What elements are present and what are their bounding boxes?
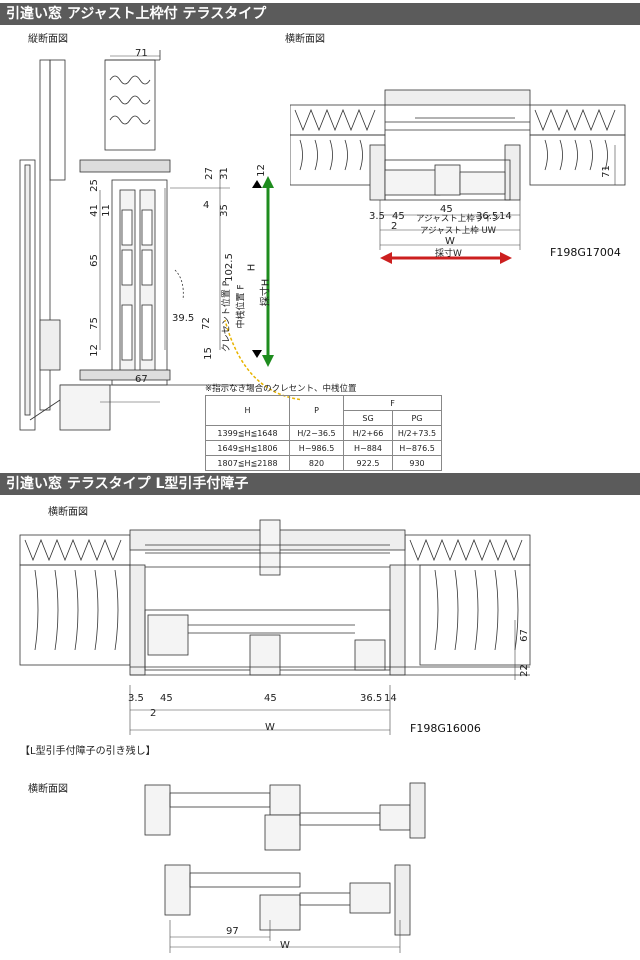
dim-71: 71: [135, 48, 148, 59]
table-row: 1399≦H≦1648 H/2−36.5 H/2+66 H/2+73.5: [205, 425, 442, 441]
s2-dim-45-a: 45: [160, 693, 173, 704]
s2-dim-36-5: 36.5: [360, 693, 383, 704]
h1-dim-71: 71: [600, 165, 612, 178]
dim-39-5: 39.5: [172, 313, 195, 324]
dim-15: 15: [202, 347, 214, 360]
header-P: P: [289, 395, 344, 426]
horizontal-section-drawing: [290, 89, 626, 264]
h1-dim-45-a: 45: [392, 211, 405, 222]
section1-title: 引違い窓 アジャスト上枠付 テラスタイプ: [6, 6, 267, 22]
vertical-section-label: 縦断面図: [28, 34, 68, 45]
cell-p: H−986.5: [289, 440, 344, 456]
s2-dim-3-5: 3.5: [128, 693, 144, 704]
dim-41: 41: [88, 204, 100, 217]
cell-h: 1807≦H≦2188: [205, 455, 290, 471]
cell-pg: 930: [392, 455, 442, 471]
h1-dim-2: 2: [391, 221, 398, 232]
dim-75: 75: [88, 317, 100, 330]
label-H: H: [246, 263, 258, 272]
s2-dim-67: 67: [518, 629, 530, 642]
h1-dim-W: W: [445, 236, 455, 247]
dim-12-bottom: 12: [88, 344, 100, 357]
dim-4: 4: [203, 200, 210, 211]
label-saisun-H: 採寸H: [260, 278, 272, 307]
cell-sg: H−884: [343, 440, 393, 456]
s3-dim-W: W: [280, 940, 290, 951]
cell-sg: H/2+66: [343, 425, 393, 441]
s2-dim-22: 22: [518, 664, 530, 677]
dim-25: 25: [88, 179, 100, 192]
s2-dim-W: W: [265, 722, 275, 733]
section1-drawing-code: F198G17004: [550, 246, 621, 259]
saisun-W-label: 採寸W: [435, 249, 462, 259]
adjust-line-label: アジャスト上枠ライン: [416, 214, 501, 224]
section3-horizontal-label: 横断面図: [28, 784, 68, 795]
vertical-section-drawing: [19, 50, 300, 431]
header-F: F: [343, 395, 442, 411]
cell-h: 1399≦H≦1648: [205, 425, 290, 441]
adjust-uw-label: アジャスト上枠 UW: [420, 226, 497, 236]
h1-dim-3-5: 3.5: [369, 211, 385, 222]
s2-dim-45-b: 45: [264, 693, 277, 704]
crescent-position-table: H P F SG PG 1399≦H≦1648 H/2−36.5 H/2+66 …: [205, 395, 442, 471]
dim-102-5: 102.5: [223, 253, 235, 282]
section3-subtitle: 【L型引手付障子の引き残し】: [20, 746, 156, 757]
dim-31: 31: [218, 167, 230, 180]
section3-drawing: [144, 782, 426, 953]
dim-27: 27: [203, 167, 215, 180]
section2-horizontal-label: 横断面図: [48, 507, 88, 518]
cell-p: H/2−36.5: [289, 425, 344, 441]
s2-dim-2: 2: [150, 708, 157, 719]
section2-drawing: [19, 519, 531, 735]
label-chuusan-F: 中桟位置 F: [236, 284, 247, 329]
header-H: H: [205, 395, 290, 426]
dim-67: 67: [135, 374, 148, 385]
s2-dim-14: 14: [384, 693, 397, 704]
section2-drawing-code: F198G16006: [410, 722, 481, 735]
h1-dim-14: 14: [499, 211, 512, 222]
table-row: 1807≦H≦2188 820 922.5 930: [205, 455, 442, 471]
label-crescent-P: クレセント位置 P: [222, 280, 233, 353]
cell-pg: H/2+73.5: [392, 425, 442, 441]
section2-title-bar: 引違い窓 テラスタイプ L型引手付障子: [0, 473, 640, 495]
cell-h: 1649≦H≦1806: [205, 440, 290, 456]
h1-dim-36-5: 36.5: [476, 211, 499, 222]
dim-11: 11: [100, 204, 112, 217]
table-note: ※指示なき場合のクレセント、中桟位置: [205, 384, 357, 394]
cell-sg: 922.5: [343, 455, 393, 471]
header-PG: PG: [392, 410, 442, 426]
s3-dim-97: 97: [226, 926, 239, 937]
header-SG: SG: [343, 410, 393, 426]
cell-pg: H−876.5: [392, 440, 442, 456]
dim-35: 35: [218, 204, 230, 217]
dim-12-top: 12: [255, 164, 267, 177]
dim-72: 72: [200, 317, 212, 330]
width-arrow: [380, 252, 512, 264]
h1-dim-45-b: 45: [440, 204, 453, 215]
height-arrow: [262, 176, 274, 367]
dim-65: 65: [88, 254, 100, 267]
cell-p: 820: [289, 455, 344, 471]
table-row: 1649≦H≦1806 H−986.5 H−884 H−876.5: [205, 440, 442, 456]
section1-title-bar: 引違い窓 アジャスト上枠付 テラスタイプ: [0, 3, 640, 25]
horizontal-section-label: 横断面図: [285, 34, 325, 45]
section2-title: 引違い窓 テラスタイプ L型引手付障子: [6, 476, 249, 492]
